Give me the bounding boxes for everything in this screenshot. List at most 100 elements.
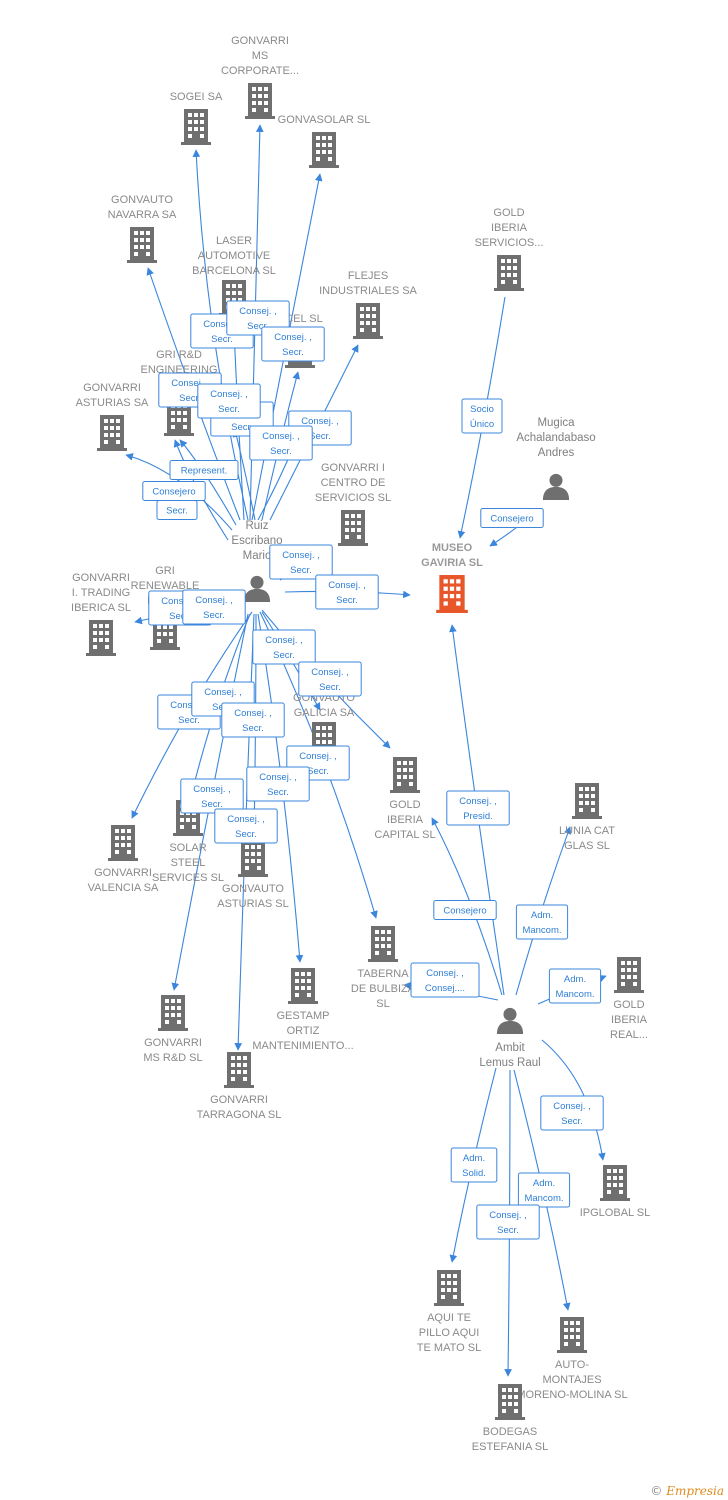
edge-label[interactable]: Adm.Mancom. [515, 904, 569, 940]
edge-label[interactable]: Adm.Mancom. [548, 968, 602, 1004]
company-node-gold-iberia-real[interactable]: GOLDIBERIAREAL... [610, 957, 648, 1041]
building-icon[interactable] [572, 783, 602, 819]
edge-label[interactable]: Represent. [169, 460, 239, 480]
edge-label[interactable]: Consej. ,Secr. [476, 1204, 540, 1240]
company-node-sogei[interactable]: SOGEI SA [170, 91, 223, 145]
company-node-gonvasolar[interactable]: GONVASOLAR SL [278, 114, 371, 168]
edge-label-box[interactable] [410, 962, 480, 998]
company-node-gestamp[interactable]: GESTAMPORTIZMANTENIMIENTO... [252, 968, 354, 1052]
edge-label-box[interactable] [446, 790, 510, 826]
edge-label-box[interactable] [249, 425, 313, 461]
edge-label-box[interactable] [156, 500, 198, 520]
edge-label-box[interactable] [180, 778, 244, 814]
edge-label-box[interactable] [480, 508, 544, 528]
edge-label-box[interactable] [221, 702, 285, 738]
edge-label-box[interactable] [298, 661, 362, 697]
edge-label[interactable]: Consej. ,Presid. [446, 790, 510, 826]
edge-label-box[interactable] [540, 1095, 604, 1131]
edge-label-box[interactable] [169, 460, 239, 480]
edge-label[interactable]: Consej. ,Secr. [214, 808, 278, 844]
edge-label[interactable]: Consej. ,Consej.... [410, 962, 480, 998]
edge-label[interactable]: Consej. ,Secr. [252, 629, 316, 665]
edge-label[interactable]: Consej. ,Secr. [197, 383, 261, 419]
edge-label-box[interactable] [517, 1172, 571, 1208]
edge-label-box[interactable] [476, 1204, 540, 1240]
person-icon[interactable] [243, 575, 271, 602]
building-icon[interactable] [158, 995, 188, 1031]
edge-label[interactable]: Consejero [433, 900, 497, 920]
edge-label[interactable]: Consej. ,Secr. [249, 425, 313, 461]
edge-label-box[interactable] [182, 589, 246, 625]
person-icon[interactable] [542, 473, 570, 500]
edge-label-box[interactable] [433, 900, 497, 920]
building-icon[interactable] [97, 415, 127, 451]
edge-label-box[interactable] [197, 383, 261, 419]
building-icon[interactable] [614, 957, 644, 993]
building-icon[interactable] [238, 841, 268, 877]
company-node-gonvarri-ms-corp[interactable]: GONVARRIMSCORPORATE... [221, 35, 299, 119]
edge-label-box[interactable] [246, 766, 310, 802]
building-icon[interactable] [108, 825, 138, 861]
edge-label[interactable]: Secr. [156, 500, 198, 520]
building-icon[interactable] [181, 109, 211, 145]
building-icon[interactable] [600, 1165, 630, 1201]
building-icon[interactable] [436, 575, 468, 613]
building-icon[interactable] [86, 620, 116, 656]
edge-label[interactable]: Consejero [480, 508, 544, 528]
person-icon[interactable] [496, 1007, 524, 1034]
edge-label[interactable]: Adm.Mancom. [517, 1172, 571, 1208]
building-icon[interactable] [127, 227, 157, 263]
edge-label[interactable]: Adm.Solid. [450, 1147, 498, 1183]
edge-label[interactable]: Consej. ,Secr. [180, 778, 244, 814]
building-icon[interactable] [390, 757, 420, 793]
edge-label[interactable]: Consej. ,Secr. [298, 661, 362, 697]
edge-label[interactable]: Consej. ,Secr. [261, 326, 325, 362]
company-node-gold-iberia-serv[interactable]: GOLDIBERIASERVICIOS... [475, 207, 544, 291]
edge-label-box[interactable] [548, 968, 602, 1004]
edge-label-box[interactable] [515, 904, 569, 940]
edge-label-box[interactable] [261, 326, 325, 362]
building-icon[interactable] [338, 510, 368, 546]
brand-logo[interactable]: Empresia [666, 1484, 724, 1498]
building-icon[interactable] [557, 1317, 587, 1353]
building-icon[interactable] [495, 1384, 525, 1420]
building-icon[interactable] [309, 132, 339, 168]
edge-label-box[interactable] [269, 544, 333, 580]
edge-label-box[interactable] [450, 1147, 498, 1183]
edge-label[interactable]: Consejero [142, 481, 206, 501]
building-icon[interactable] [245, 83, 275, 119]
building-icon[interactable] [494, 255, 524, 291]
edge-label-box[interactable] [214, 808, 278, 844]
edge-label-box[interactable] [252, 629, 316, 665]
building-icon[interactable] [434, 1270, 464, 1306]
edge-label[interactable]: Consej. ,Secr. [269, 544, 333, 580]
building-icon[interactable] [288, 968, 318, 1004]
edge-label-box[interactable] [315, 574, 379, 610]
company-node-ipglobal[interactable]: IPGLOBAL SL [580, 1165, 651, 1219]
building-icon[interactable] [224, 1052, 254, 1088]
edge-label[interactable]: Consej. ,Secr. [182, 589, 246, 625]
building-icon[interactable] [353, 303, 383, 339]
building-icon[interactable] [368, 926, 398, 962]
edge-label-box[interactable] [461, 398, 503, 434]
edge-label[interactable]: Consej. ,Secr. [221, 702, 285, 738]
